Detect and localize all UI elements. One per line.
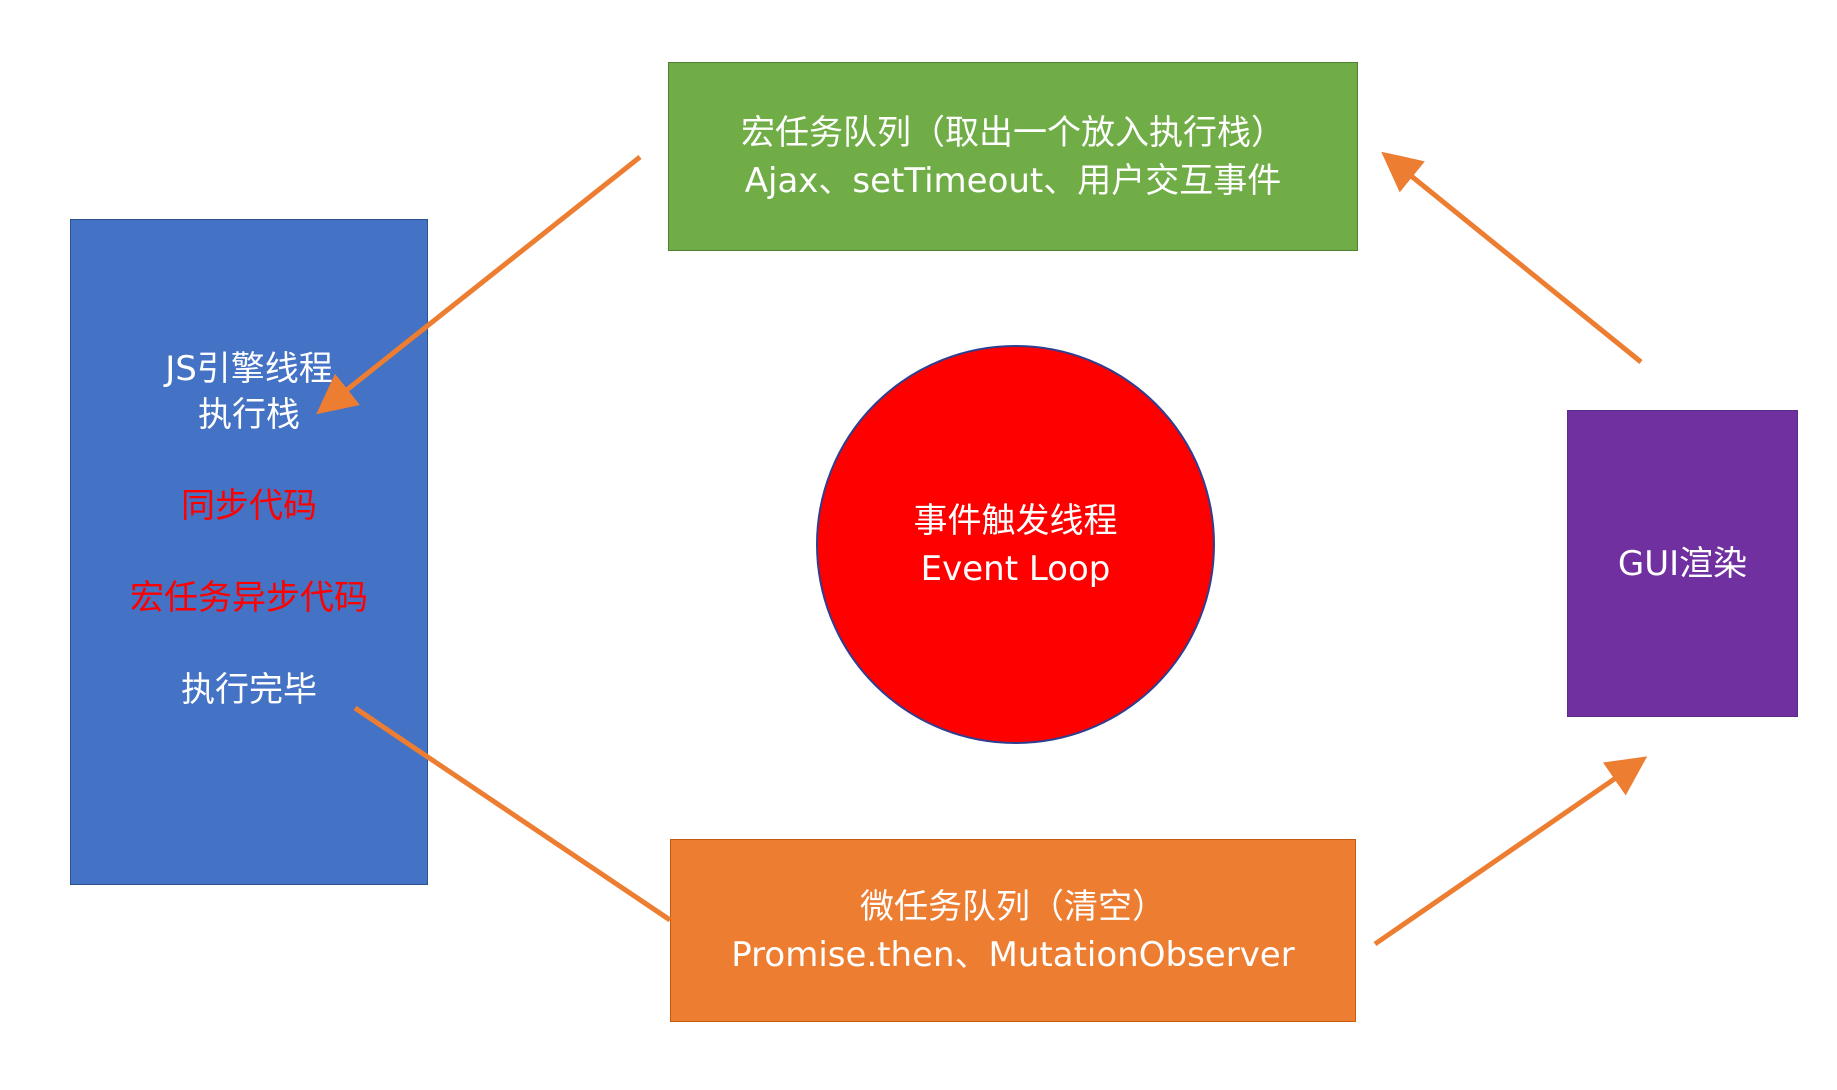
arrow-gui-to-macro <box>1381 151 1643 364</box>
macrotask-queue-title: 宏任务队列（取出一个放入执行栈） <box>741 112 1285 153</box>
sync-code-label: 同步代码 <box>181 486 317 526</box>
microtask-queue-examples: Promise.then、MutationObserver <box>731 934 1295 975</box>
microtask-queue-title: 微任务队列（清空） <box>860 886 1166 927</box>
macrotask-queue-box: 宏任务队列（取出一个放入执行栈） Ajax、setTimeout、用户交互事件 <box>668 62 1358 251</box>
macro-async-code-label: 宏任务异步代码 <box>130 578 368 618</box>
execution-stack-label: 执行栈 <box>198 395 300 435</box>
event-loop-circle: 事件触发线程 Event Loop <box>816 345 1215 744</box>
macrotask-queue-examples: Ajax、setTimeout、用户交互事件 <box>744 160 1282 201</box>
gui-render-box: GUI渲染 <box>1567 410 1798 717</box>
event-loop-label: Event Loop <box>920 548 1111 589</box>
js-engine-stack-box: JS引擎线程 执行栈 同步代码 宏任务异步代码 执行完毕 <box>70 219 428 885</box>
microtask-queue-box: 微任务队列（清空） Promise.then、MutationObserver <box>670 839 1356 1022</box>
arrow-micro-to-gui <box>1373 756 1648 947</box>
execution-done-label: 执行完毕 <box>181 670 317 710</box>
js-engine-thread-label: JS引擎线程 <box>165 349 333 389</box>
event-trigger-thread-label: 事件触发线程 <box>913 500 1118 541</box>
gui-render-label: GUI渲染 <box>1617 543 1748 584</box>
